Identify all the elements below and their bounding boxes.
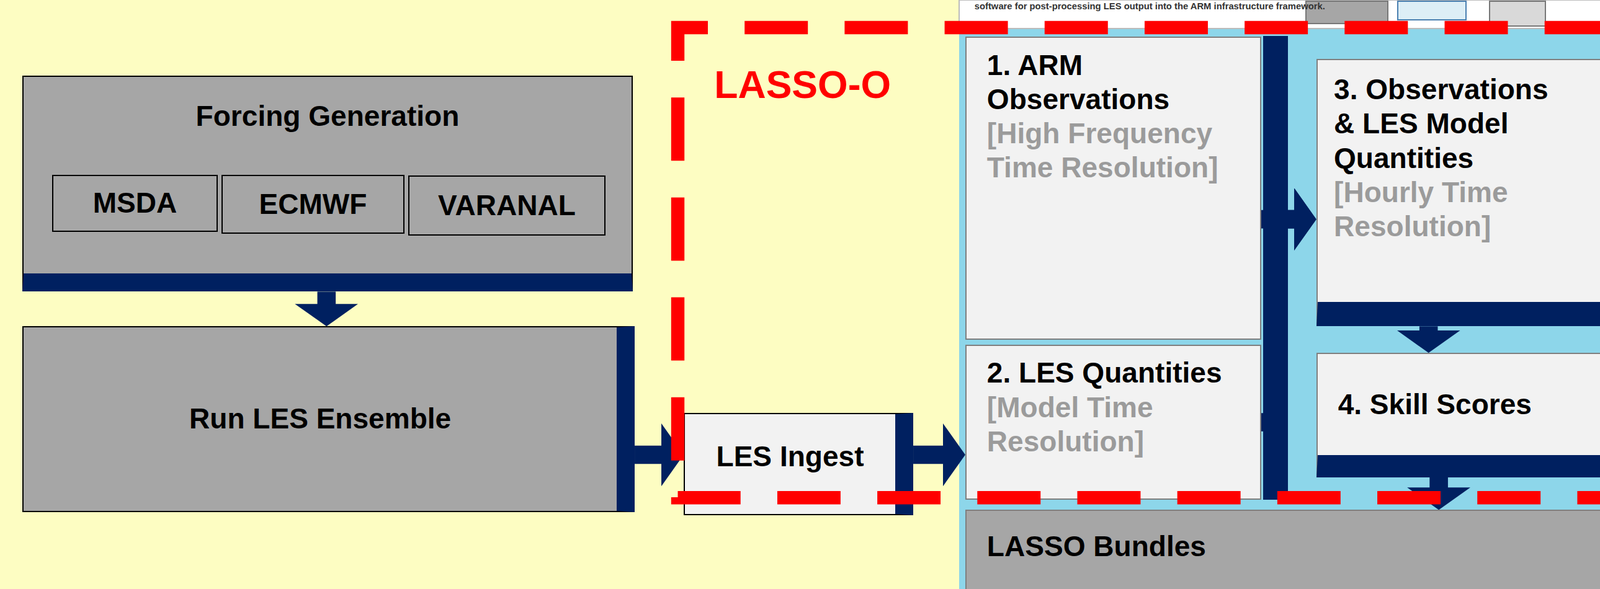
node-content: Run LES Ensemble <box>34 402 607 437</box>
step-box: 4. Skill Scores <box>1316 353 1600 478</box>
node-heading: MSDA <box>59 186 211 221</box>
thumbnail <box>1397 1 1466 20</box>
node-heading: Forcing Generation <box>34 99 622 134</box>
flow-arrow <box>634 446 662 465</box>
node-heading: 3. Observations & LES Model Quantities <box>1333 72 1569 176</box>
node-heading: VARANAL <box>415 188 599 223</box>
poster-caption: software for post-processing LES output … <box>974 1 1326 13</box>
node-heading: LASSO Bundles <box>987 529 1600 564</box>
node-content: Forcing Generation <box>34 99 622 134</box>
ingest-box: LES Ingest <box>683 413 914 515</box>
flow-arrow <box>913 446 944 465</box>
node-content: VARANAL <box>415 188 599 223</box>
source-box: MSDA <box>52 174 218 233</box>
node-content: 3. Observations & LES Model Quantities[H… <box>1333 72 1569 244</box>
node-heading: 4. Skill Scores <box>1338 387 1600 422</box>
process-box: Run LES Ensemble <box>22 326 635 512</box>
node-note: [High Frequency Time Resolution] <box>987 116 1252 186</box>
node-content: LES Ingest <box>692 439 888 474</box>
node-content: 1. ARM Observations[High Frequency Time … <box>987 48 1252 186</box>
node-note: [Model Time Resolution] <box>987 390 1252 460</box>
flow-arrow <box>317 291 337 305</box>
node-heading: 1. ARM Observations <box>987 48 1252 118</box>
node-heading: 2. LES Quantities <box>987 356 1252 391</box>
source-box: ECMWF <box>221 174 404 234</box>
step-box: 3. Observations & LES Model Quantities[H… <box>1316 58 1600 327</box>
node-content: 4. Skill Scores <box>1338 387 1600 422</box>
flow-arrow <box>1261 219 1295 423</box>
flow-arrow <box>1429 477 1449 489</box>
step-box: 2. LES Quantities[Model Time Resolution] <box>965 344 1262 501</box>
node-content: 2. LES Quantities[Model Time Resolution] <box>987 356 1252 460</box>
output-box: LASSO Bundles <box>965 509 1600 589</box>
step-box: 1. ARM Observations[High Frequency Time … <box>965 36 1262 340</box>
node-heading: ECMWF <box>228 187 398 222</box>
node-heading: Run LES Ensemble <box>34 402 607 437</box>
source-box: VARANAL <box>408 175 605 236</box>
forcing-box: Forcing GenerationMSDA ECMWF VARANAL <box>22 75 633 293</box>
node-note: [Hourly Time Resolution] <box>1333 175 1569 245</box>
poster-strip <box>959 0 1600 29</box>
node-content: MSDA <box>59 186 211 221</box>
node-heading: LES Ingest <box>692 439 888 474</box>
flow-arrow <box>1419 326 1439 332</box>
node-content: ECMWF <box>228 187 398 222</box>
lasso-o-region: LASSO-OLES Ingest1. ARM Observations[Hig… <box>670 20 1600 506</box>
thumbnail <box>1489 1 1546 27</box>
node-content: LASSO Bundles <box>987 529 1600 564</box>
